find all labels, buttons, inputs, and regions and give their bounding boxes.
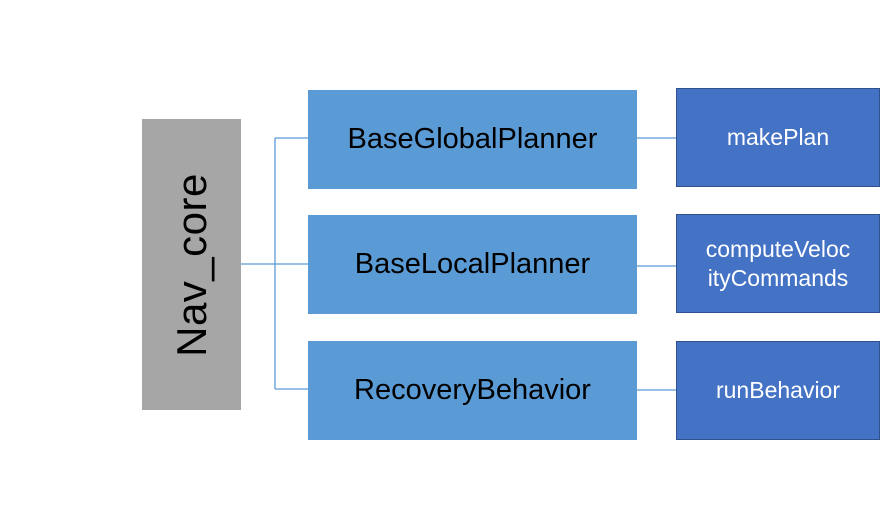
base-global-planner-node: BaseGlobalPlanner [308,90,637,189]
compute-velocity-commands-line-2: ityCommands [707,264,849,291]
make-plan-label: makePlan [726,124,830,151]
recovery-behavior-label: RecoveryBehavior [354,374,591,406]
nav-core-node: Nav_core [142,119,241,410]
nav-core-label: Nav_core [167,172,215,357]
base-global-planner-label: BaseGlobalPlanner [347,123,598,155]
run-behavior-label: runBehavior [715,377,841,404]
base-local-planner-label: BaseLocalPlanner [354,248,591,280]
compute-velocity-commands-label: computeVeloc ityCommands [706,235,850,293]
make-plan-node: makePlan [676,88,880,187]
recovery-behavior-node: RecoveryBehavior [308,341,637,440]
compute-velocity-commands-node: computeVeloc ityCommands [676,214,880,313]
base-local-planner-node: BaseLocalPlanner [308,215,637,314]
run-behavior-node: runBehavior [676,341,880,440]
compute-velocity-commands-line-1: computeVeloc [705,235,851,262]
